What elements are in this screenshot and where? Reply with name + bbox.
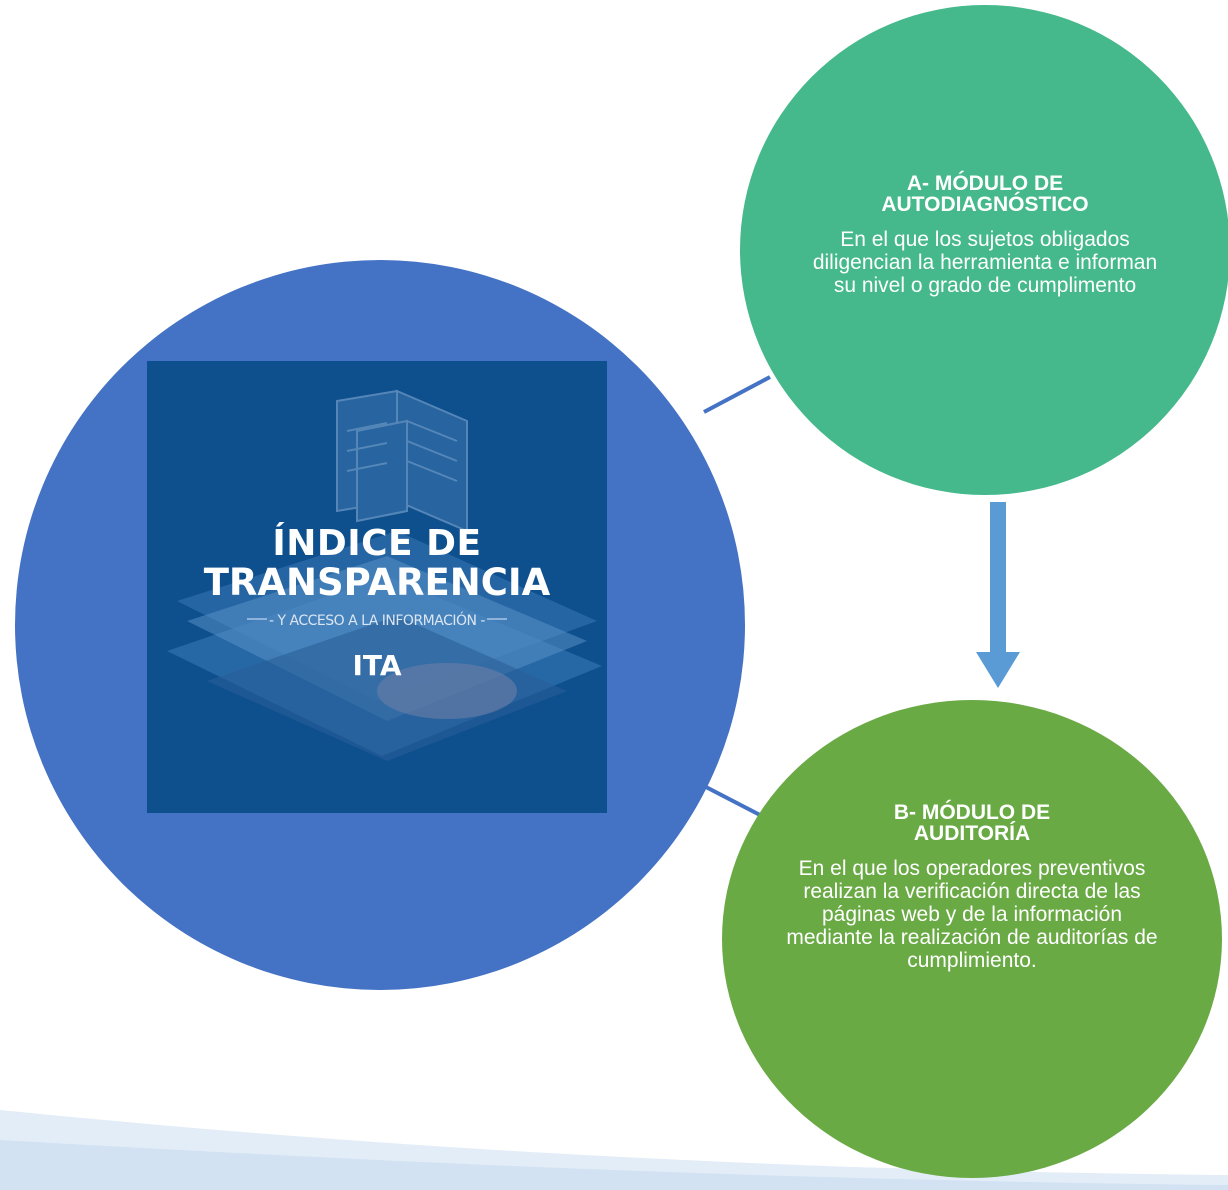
module-a-title-line2: AUTODIAGNÓSTICO bbox=[881, 193, 1089, 216]
module-a-circle: A- MÓDULO DE AUTODIAGNÓSTICO En el que l… bbox=[740, 5, 1228, 495]
down-arrow bbox=[976, 502, 1020, 688]
connector-line-a bbox=[703, 375, 771, 414]
module-a-description: En el que los sujetos obligados diligenc… bbox=[812, 228, 1158, 297]
module-b-title-line1: B- MÓDULO DE bbox=[893, 801, 1051, 824]
module-a-title-line1: A- MÓDULO DE bbox=[906, 172, 1064, 195]
module-b-title-line2: AUDITORÍA bbox=[913, 822, 1031, 845]
logo-subtitle: - Y ACCESO A LA INFORMACIÓN - bbox=[269, 613, 485, 629]
logo-acronym: ITA bbox=[352, 649, 402, 682]
module-b-description: En el que los operadores preventivos rea… bbox=[786, 857, 1158, 972]
module-b-circle: B- MÓDULO DE AUDITORÍA En el que los ope… bbox=[722, 700, 1222, 1178]
ita-logo: ÍNDICE DE TRANSPARENCIA - Y ACCESO A LA … bbox=[147, 361, 607, 813]
logo-title-line2: TRANSPARENCIA bbox=[203, 561, 551, 604]
connector-line-b bbox=[703, 784, 761, 817]
logo-title-line1: ÍNDICE DE bbox=[272, 523, 482, 564]
isometric-building-art bbox=[147, 361, 607, 813]
